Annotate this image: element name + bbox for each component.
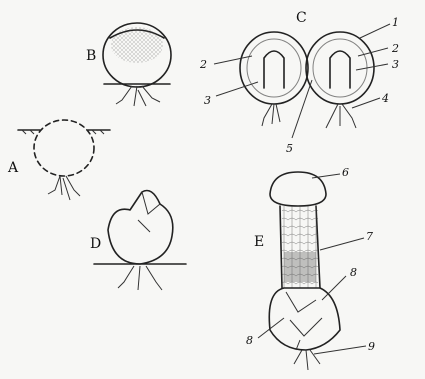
- label-b: B: [86, 48, 96, 64]
- label-2-left: 2: [199, 58, 207, 71]
- label-3-right: 3: [392, 58, 399, 71]
- label-6: 6: [342, 166, 349, 179]
- label-5: 5: [286, 142, 293, 155]
- figure-a-egg-underground: [18, 120, 110, 200]
- label-c: C: [296, 10, 307, 26]
- figure-c-egg-sections: [214, 24, 390, 138]
- label-e: E: [254, 234, 264, 250]
- label-4: 4: [381, 92, 389, 105]
- label-8-left: 8: [246, 334, 253, 347]
- label-a: A: [7, 160, 19, 176]
- label-2-right: 2: [391, 42, 399, 55]
- label-7: 7: [366, 230, 373, 243]
- label-1: 1: [392, 16, 399, 29]
- figure-b-egg: [103, 23, 171, 106]
- label-8-right: 8: [350, 266, 357, 279]
- label-9: 9: [368, 340, 375, 353]
- label-3-left: 3: [204, 94, 211, 107]
- label-d: D: [90, 236, 101, 252]
- figure-d-rupturing-egg: [94, 191, 186, 291]
